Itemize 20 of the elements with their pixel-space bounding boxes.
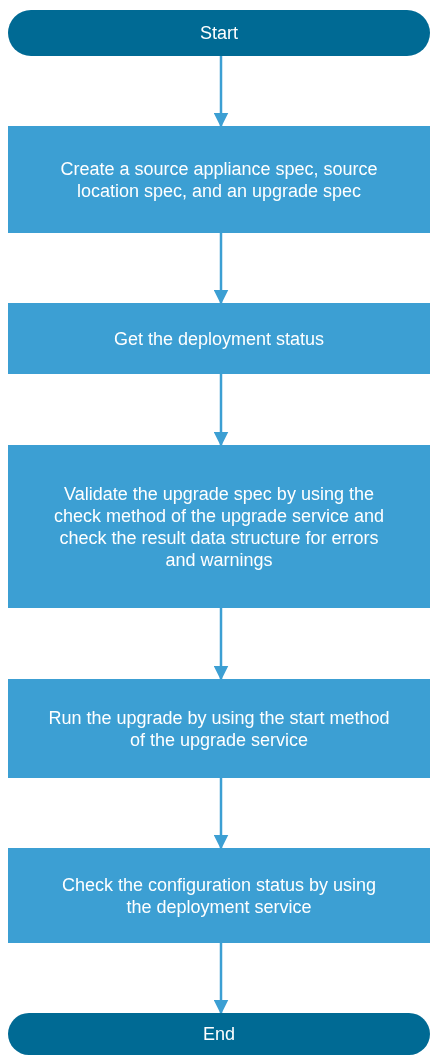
terminal-pill: [8, 10, 430, 56]
step-text: Validate the upgrade spec by using the check method of the upgrade service and check the result data structure for errors and warnings: [52, 482, 386, 571]
process-box: [8, 848, 430, 943]
step-text: Get the deployment status: [113, 327, 325, 350]
arrow: [213, 943, 229, 1015]
process-box: [8, 303, 430, 374]
step-text: Check the configuration status by using the deployment service: [60, 873, 378, 918]
step-text: Start: [200, 22, 238, 44]
arrow: [213, 233, 229, 305]
step-text: Create a source appliance spec, source location spec, and an upgrade spec: [59, 157, 379, 202]
process-box: [8, 445, 430, 608]
process-box: [8, 126, 430, 233]
arrow: [213, 608, 229, 681]
process-box: [8, 679, 430, 778]
step-text: Run the upgrade by using the start method of the upgrade service: [48, 706, 390, 751]
terminal-pill: [8, 1013, 430, 1055]
arrow: [213, 778, 229, 850]
arrow: [213, 374, 229, 447]
arrow: [213, 56, 229, 128]
step-text: End: [203, 1023, 235, 1045]
